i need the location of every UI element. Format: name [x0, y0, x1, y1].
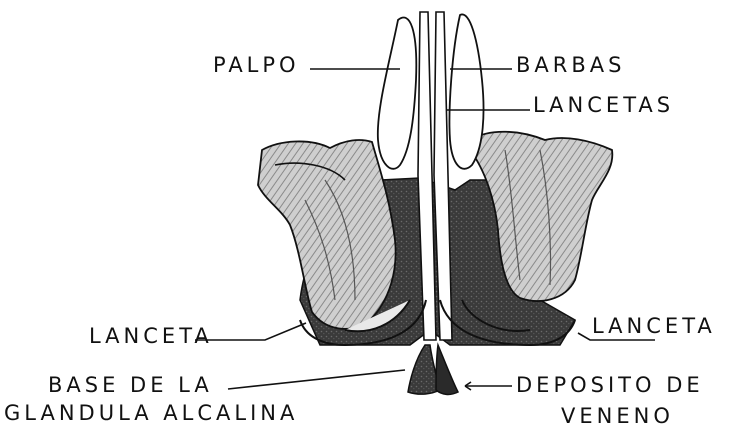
lancetas-label: LANCETAS	[533, 93, 674, 117]
deposito-label-line1: DEPOSITO DE	[516, 373, 704, 397]
deposito-label-line2: VENENO	[561, 404, 674, 428]
lanceta-right-label: LANCETA	[592, 314, 716, 338]
barbas-label: BARBAS	[516, 53, 625, 77]
stylet-sheath	[418, 12, 452, 340]
base-gland-label-line2: GLANDULA ALCALINA	[4, 401, 298, 425]
alkaline-gland-base	[408, 345, 440, 394]
left-plate	[258, 140, 396, 329]
palpo-label: PALPO	[213, 53, 300, 77]
lanceta-left-label: LANCETA	[89, 324, 213, 348]
base-gland-label-line1: BASE DE LA	[48, 373, 213, 397]
venom-reservoir	[436, 345, 458, 394]
